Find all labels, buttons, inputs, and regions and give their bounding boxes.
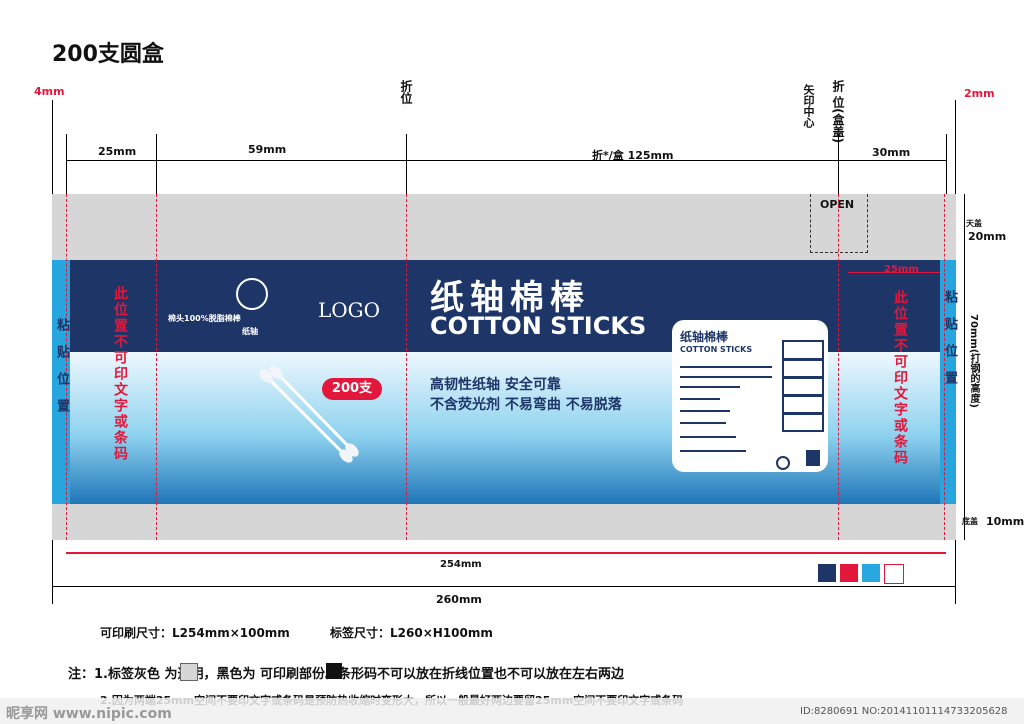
product-title-cn: 纸轴棉棒 [430,278,590,318]
certification-icon [776,456,790,470]
card-text-line [680,410,730,412]
glue-right-text: 粘贴位置 [942,290,957,398]
tick [406,134,407,194]
emblem-text: 棉头100%脱脂棉棒 [168,314,241,323]
logo-placeholder: LOGO [318,298,381,322]
fold-line [406,194,407,540]
swatch-outline [884,564,904,584]
gray-swatch-icon [180,663,198,681]
fold-right-label: 折 位(盒盖) [831,80,845,144]
total-width-label: 260mm [436,593,482,606]
tagline-2: 不含荧光剂 不易弯曲 不易脱落 [430,397,622,413]
watermark-text: 昵享网 www.nipic.com [6,706,172,722]
inner-25mm-label: 25mm [884,264,919,275]
open-flap [810,194,868,253]
bottom-transparent-band [52,504,956,540]
card-text-line [680,386,740,388]
top-flap-sublabel: 天盖 [966,219,982,228]
fold-line [838,194,839,540]
panel-back-dim: 折*/盒 125mm [592,149,674,162]
image-id-text: ID:8280691 NO:20141101114733205628 [800,706,1008,717]
top-dim-line [66,160,946,161]
tagline-1: 高韧性纸轴 安全可靠 [430,377,561,393]
fold-right-label-2: 矢印中心 [802,84,815,128]
page-title: 200支圆盒 [52,42,164,67]
no-print-left: 此位置不可印文字或条码 [112,286,128,462]
card-subtitle: COTTON STICKS [680,345,753,354]
no-print-right: 此位置不可印文字或条码 [892,290,908,466]
card-text-line [680,376,772,378]
product-title-en: COTTON STICKS [430,312,647,340]
bottom-flap-sublabel: 底盖 [962,517,978,526]
swatch-navy [818,564,836,582]
inner-25mm-line [848,272,940,273]
card-text-line [680,450,746,452]
tick [946,134,947,194]
count-badge: 200支 [322,378,382,400]
black-swatch-icon [326,663,342,679]
top-flap-dim: 20mm [968,230,1007,243]
side-height-dim: 70mm(打钢的高度) [968,314,979,408]
fold-line [66,194,67,540]
card-text-line [680,436,736,438]
emblem-text-2: 纸轴 [242,327,258,336]
tick [156,134,157,194]
printable-size-note: 可印刷尺寸：L254mm×100mm [100,626,290,640]
left-glue-strip [52,260,70,504]
card-text-line [680,398,720,400]
glue-right-dim: 30mm [872,146,911,159]
note-1: 注：1.标签灰色 为透明，黑色为 可印刷部份。条形码不可以放在折线位置也不可以放… [68,667,625,682]
top-transparent-band [52,194,956,260]
glue-left-dim: 25mm [98,145,137,158]
swatch-red [840,564,858,582]
swatch-cyan [862,564,880,582]
card-text-line [680,422,726,424]
bottom-flap-dim: 10mm [986,515,1024,528]
left-bleed-label: 4mm [34,85,65,98]
tick [838,134,839,194]
glue-left-text: 粘贴位置 [54,318,69,426]
printable-width-line [66,552,946,554]
recycle-icon [806,450,820,466]
card-text-line [680,366,772,368]
tick [66,134,67,194]
fold-line [944,194,945,540]
open-label: OPEN [820,198,855,211]
cotton-swab-icon [259,366,359,463]
fold-line [156,194,157,540]
label-size-note: 标签尺寸：L260×H100mm [330,626,493,640]
right-dim-line [964,194,965,540]
printable-width-label: 254mm [440,559,482,570]
footer-bar [0,698,1024,724]
total-width-line [52,586,956,587]
panel-front-dim: 59mm [248,143,287,156]
fold-left-label: 折位 [399,80,413,104]
barcode-block [782,340,824,432]
right-bleed-label: 2mm [964,87,995,100]
card-title: 纸轴棉棒 [680,330,729,344]
leaf-icon [236,278,268,310]
